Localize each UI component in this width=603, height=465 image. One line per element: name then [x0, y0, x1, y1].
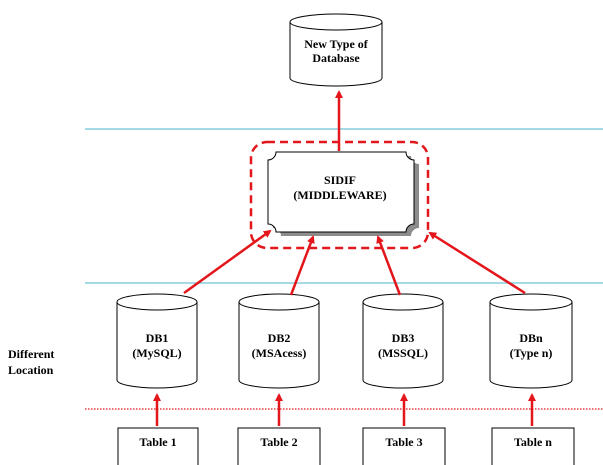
table-box-3: Table 3 — [362, 427, 446, 465]
middleware-label-line2: (MIDDLEWARE) — [293, 188, 386, 202]
table-n-label: Table n — [514, 435, 552, 449]
middleware-node: SIDIF (MIDDLEWARE) — [249, 140, 430, 250]
table-3-label: Table 3 — [385, 435, 422, 449]
database-cylinder-db3: DB3 (MSSQL) — [362, 293, 444, 389]
arrow-dbn-to-middleware — [428, 231, 526, 295]
middleware-plaque — [267, 151, 415, 233]
arrow-db2-to-middleware — [289, 235, 315, 296]
side-label-line1: Different — [8, 347, 54, 361]
table-box-2: Table 2 — [237, 427, 321, 465]
db1-name: DB1 — [146, 331, 169, 345]
new-database-label-line1: New Type of — [304, 37, 369, 51]
db1-type: (MySQL) — [132, 346, 181, 360]
db3-type: (MSSQL) — [378, 346, 428, 360]
dbn-name: DBn — [519, 331, 543, 345]
table-1-label: Table 1 — [139, 435, 176, 449]
table-2-label: Table 2 — [260, 435, 297, 449]
db3-name: DB3 — [392, 331, 415, 345]
database-cylinder-db2: DB2 (MSAcess) — [238, 293, 320, 389]
database-cylinder-dbn: DBn (Type n) — [489, 293, 573, 389]
arrow-db3-to-middleware — [376, 235, 402, 296]
database-cylinder-db1: DB1 (MySQL) — [116, 293, 198, 389]
db2-type: (MSAcess) — [252, 346, 307, 360]
db2-name: DB2 — [268, 331, 291, 345]
middleware-label-line1: SIDIF — [324, 173, 356, 187]
new-database-cylinder: New Type of Database — [289, 13, 383, 87]
table-box-1: Table 1 — [117, 427, 199, 465]
side-label-line2: Location — [8, 363, 54, 377]
new-database-label-line2: Database — [312, 51, 360, 65]
table-box-n: Table n — [491, 427, 575, 465]
dbn-type: (Type n) — [510, 346, 553, 360]
arrow-db1-to-middleware — [183, 229, 272, 295]
